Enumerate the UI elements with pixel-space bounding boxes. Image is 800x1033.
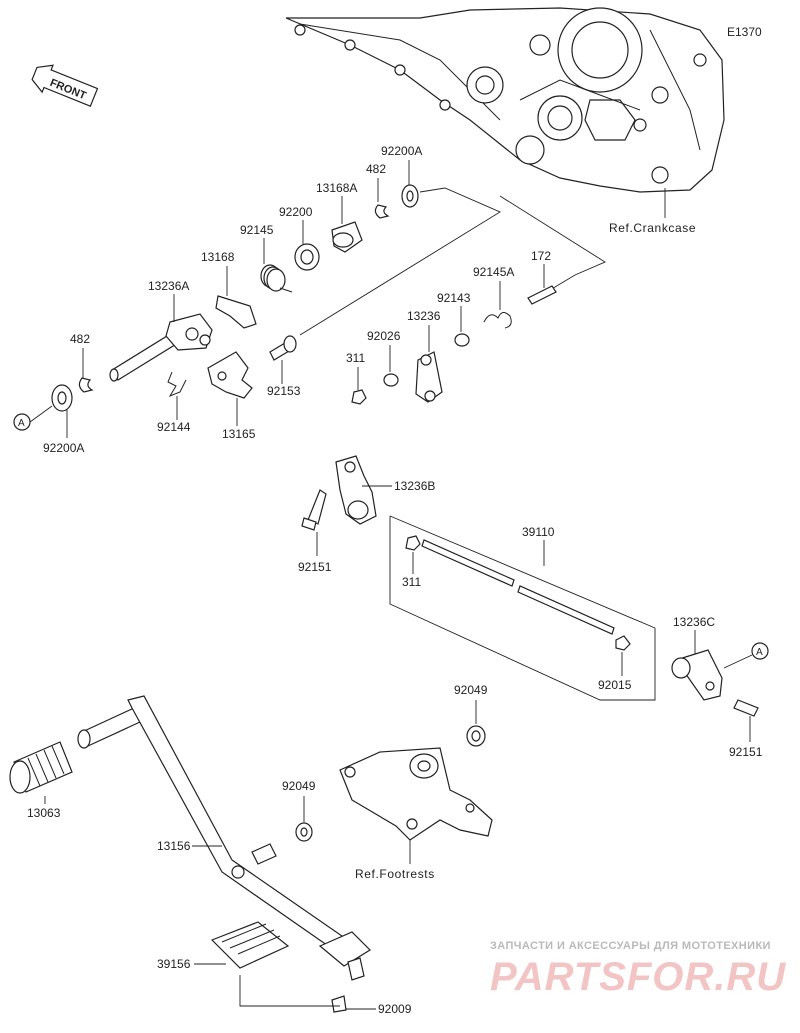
label-92145: 92145 — [240, 223, 274, 237]
ref-footrests-label: Ref.Footrests — [355, 867, 435, 881]
tie-rod-39110 — [421, 539, 515, 587]
label-311-mid: 311 — [402, 575, 421, 589]
label-92015: 92015 — [598, 678, 632, 692]
washer-92026 — [383, 373, 399, 387]
ref-crankcase-label: Ref.Crankcase — [609, 221, 696, 235]
label-92009: 92009 — [378, 1002, 412, 1016]
nut-311-mid — [405, 535, 421, 551]
diagram-code: E1370 — [727, 25, 762, 39]
label-92145a: 92145A — [473, 265, 514, 279]
label-13236a: 13236A — [148, 279, 189, 293]
spring-92145 — [260, 264, 293, 293]
plate-13168 — [215, 295, 257, 329]
nut-92015 — [615, 635, 631, 651]
label-92144: 92144 — [157, 420, 191, 434]
shift-rubber-13063 — [9, 741, 73, 794]
callout-a-left-label: A — [18, 418, 25, 429]
label-13236: 13236 — [407, 309, 441, 323]
shift-pad-39156 — [210, 921, 290, 969]
label-13165: 13165 — [222, 427, 256, 441]
nut-311 — [351, 389, 367, 405]
collar-92143 — [454, 333, 470, 347]
shift-pedal-13156 — [127, 695, 343, 951]
tie-rod-assembly — [301, 455, 759, 717]
label-39156: 39156 — [157, 957, 191, 971]
label-39110: 39110 — [522, 525, 555, 539]
screw-92009 — [331, 995, 347, 1013]
label-92026: 92026 — [367, 329, 401, 343]
label-482-left: 482 — [70, 332, 90, 346]
label-482-top: 482 — [366, 162, 386, 176]
label-92049-top: 92049 — [454, 683, 488, 697]
shift-pedal-assembly — [9, 695, 493, 1013]
label-92151-left: 92151 — [298, 560, 332, 574]
label-92200a-left: 92200A — [43, 441, 84, 455]
label-13168: 13168 — [201, 250, 235, 264]
watermark-tagline: ЗАПЧАСТИ И АКСЕССУАРЫ ДЛЯ МОТОТЕХНИКИ — [490, 940, 771, 952]
bolt-92151-left — [307, 489, 327, 525]
label-92200a-top: 92200A — [381, 144, 422, 158]
spring-92145a — [483, 312, 512, 329]
label-92200: 92200 — [279, 205, 313, 219]
label-92153: 92153 — [267, 384, 301, 398]
watermark-brand: PARTSFOR.RU — [490, 955, 786, 999]
bolt-92153 — [269, 335, 297, 361]
label-13236b: 13236B — [394, 479, 435, 493]
shift-shaft-13236a — [109, 313, 213, 382]
footrest-bracket — [339, 747, 493, 841]
pin-172 — [527, 285, 557, 305]
shift-shaft-assembly — [51, 184, 606, 412]
label-311-top: 311 — [346, 351, 365, 365]
circlip-482 — [374, 204, 390, 219]
label-92049-mid: 92049 — [282, 779, 316, 793]
label-13168a: 13168A — [316, 181, 357, 195]
label-92143: 92143 — [437, 291, 471, 305]
label-92151-right: 92151 — [729, 745, 763, 759]
label-13236c: 13236C — [673, 615, 715, 629]
front-direction-arrow: FRONT — [31, 64, 99, 108]
plate-13165 — [207, 351, 253, 399]
label-172: 172 — [531, 249, 551, 263]
bolt-92151-right — [733, 699, 759, 717]
crankcase-illustration — [285, 7, 725, 193]
spring-92144 — [167, 371, 187, 398]
label-13063: 13063 — [27, 806, 61, 820]
callout-a-right — [751, 642, 769, 660]
circlip-482-left — [78, 377, 94, 393]
label-13156: 13156 — [157, 839, 191, 853]
callout-a-right-label: A — [756, 647, 763, 658]
